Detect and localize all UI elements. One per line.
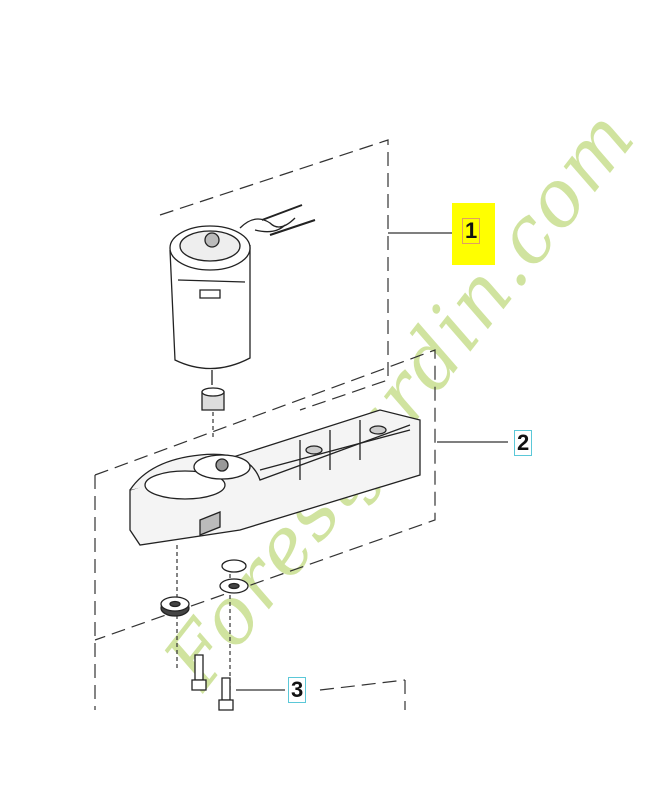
callout-1[interactable]: 1 <box>462 218 481 244</box>
gearbox-housing-part <box>129 409 421 546</box>
callout-3[interactable]: 3 <box>288 677 307 703</box>
assembly-boundaries <box>94 139 436 710</box>
washer-parts <box>160 559 249 617</box>
callout-2[interactable]: 2 <box>514 430 533 456</box>
screw-parts <box>191 654 234 711</box>
callout-1-highlight <box>452 203 495 265</box>
pinion-gear-part <box>201 387 225 411</box>
motor-part <box>169 204 316 385</box>
